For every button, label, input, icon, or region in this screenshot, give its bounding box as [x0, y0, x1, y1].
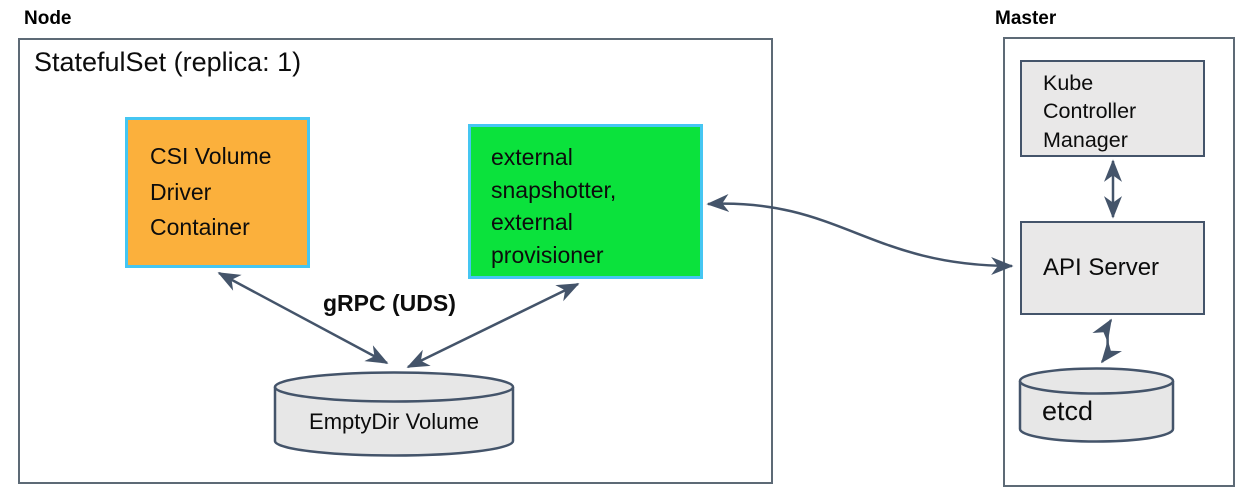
kube-controller-manager-box: Kube Controller Manager: [1020, 60, 1205, 157]
api-server-box: API Server: [1020, 221, 1205, 315]
emptydir-volume-label: EmptyDir Volume: [309, 409, 479, 434]
etcd-label: etcd: [1042, 396, 1094, 426]
grpc-uds-label: gRPC (UDS): [323, 290, 456, 316]
statefulset-title: StatefulSet (replica: 1): [34, 47, 302, 77]
csi-volume-driver-container-box: CSI Volume Driver Container: [125, 117, 310, 268]
node-section-label: Node: [24, 8, 72, 29]
master-section-label: Master: [995, 8, 1057, 29]
external-snapshotter-provisioner-box: external snapshotter, external provision…: [468, 124, 703, 279]
